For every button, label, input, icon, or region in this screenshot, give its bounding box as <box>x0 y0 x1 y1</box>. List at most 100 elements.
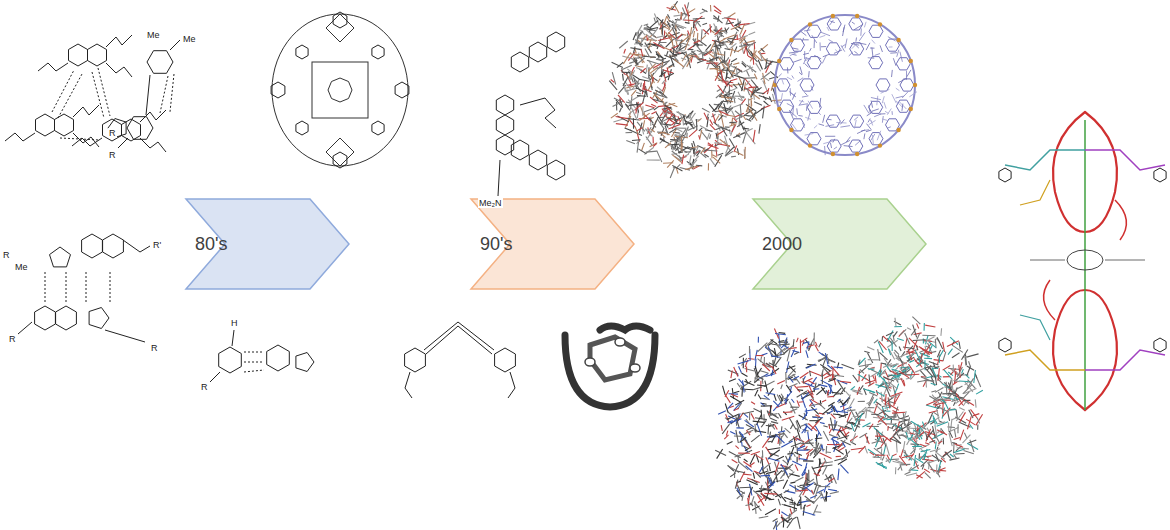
bond-line <box>746 424 757 430</box>
bond-line <box>160 76 168 113</box>
bond-line <box>637 95 646 97</box>
bond-line <box>790 88 791 96</box>
bond-line <box>735 400 744 405</box>
bond-line <box>892 111 893 115</box>
bond-line <box>821 369 823 377</box>
bond-line <box>801 440 804 444</box>
bond-line <box>642 106 643 116</box>
bond-line <box>644 45 652 47</box>
bond-line <box>811 420 819 429</box>
bond-line <box>754 409 762 413</box>
bond-line <box>616 124 628 125</box>
bond-line <box>772 356 780 357</box>
bond-line <box>721 425 722 431</box>
bond-line <box>793 339 795 347</box>
bond-line <box>714 10 721 14</box>
bond-line <box>646 137 652 146</box>
bond-line <box>728 38 733 39</box>
bond-line <box>722 424 729 434</box>
bond-line <box>733 84 737 88</box>
bond-line <box>644 108 654 112</box>
bond-line <box>661 69 663 77</box>
bond-line <box>710 134 711 138</box>
bond-line <box>630 53 638 55</box>
bond-line <box>665 122 669 127</box>
ring-symbol <box>405 348 426 372</box>
bond-line <box>662 62 663 69</box>
bond-line <box>684 122 693 124</box>
bond-line <box>783 520 785 528</box>
bond-line <box>815 415 819 417</box>
bond-line <box>836 411 848 412</box>
bond-line <box>641 49 643 56</box>
bond-line <box>722 17 731 19</box>
bond-line <box>781 515 791 522</box>
bond-line <box>656 36 665 38</box>
metal-atom <box>777 107 781 111</box>
bond-line <box>849 52 853 56</box>
bond-line <box>877 96 878 105</box>
bond-line <box>786 385 791 393</box>
chain-line <box>5 133 35 141</box>
bond-line <box>648 67 649 78</box>
bond-line <box>864 351 869 353</box>
chain-line <box>140 138 166 152</box>
ring-symbol <box>529 42 546 62</box>
bond-line <box>694 16 703 22</box>
bond-line <box>805 424 813 431</box>
bond-line <box>735 480 738 489</box>
bond-line <box>674 22 676 28</box>
bond-line <box>799 459 808 460</box>
bond-line <box>699 135 700 139</box>
bond-line <box>630 48 641 50</box>
bond-line <box>725 28 727 33</box>
bond-line <box>697 50 705 53</box>
bond-line <box>760 356 761 362</box>
ring-symbol <box>876 79 890 91</box>
bond-line <box>814 125 817 128</box>
bond-line <box>759 124 760 134</box>
bond-line <box>829 475 832 478</box>
bond-line <box>645 48 649 56</box>
bond-line <box>795 485 796 492</box>
bond-line <box>776 522 780 527</box>
bond-line <box>702 108 710 112</box>
bond-line <box>810 48 812 51</box>
bond-line <box>805 117 811 119</box>
bond-line <box>804 439 813 444</box>
bond-line <box>725 126 730 127</box>
bond-line <box>731 394 738 397</box>
bond-line <box>668 118 674 120</box>
bond-line <box>677 164 680 167</box>
bond-line <box>762 353 768 355</box>
bond-line <box>667 160 674 167</box>
bond-line <box>639 79 649 81</box>
bond-line <box>779 395 783 401</box>
bond-line <box>790 407 799 408</box>
bond-line <box>662 24 664 36</box>
chain-line <box>140 110 166 122</box>
bond-line <box>760 471 768 474</box>
bond-line <box>891 70 893 77</box>
bond-line <box>815 487 819 499</box>
bond-line <box>722 70 735 71</box>
bond-line <box>805 63 809 67</box>
bond-line <box>629 71 631 80</box>
bond-line <box>827 27 829 31</box>
bond-line <box>677 34 681 39</box>
ring-symbol <box>869 101 883 113</box>
bond-line <box>809 371 821 376</box>
bond-line <box>802 378 804 384</box>
bond-line <box>811 490 813 495</box>
bond-line <box>653 43 664 49</box>
bond-line <box>897 50 899 57</box>
bond-line <box>729 138 735 147</box>
bond-line <box>645 129 652 132</box>
bond-line <box>424 322 458 350</box>
ring-symbol <box>122 119 141 141</box>
bond-line <box>829 434 838 438</box>
bond-line <box>633 77 639 84</box>
bond-line <box>747 42 756 46</box>
bond-line <box>627 90 628 95</box>
bond-line <box>719 33 724 37</box>
